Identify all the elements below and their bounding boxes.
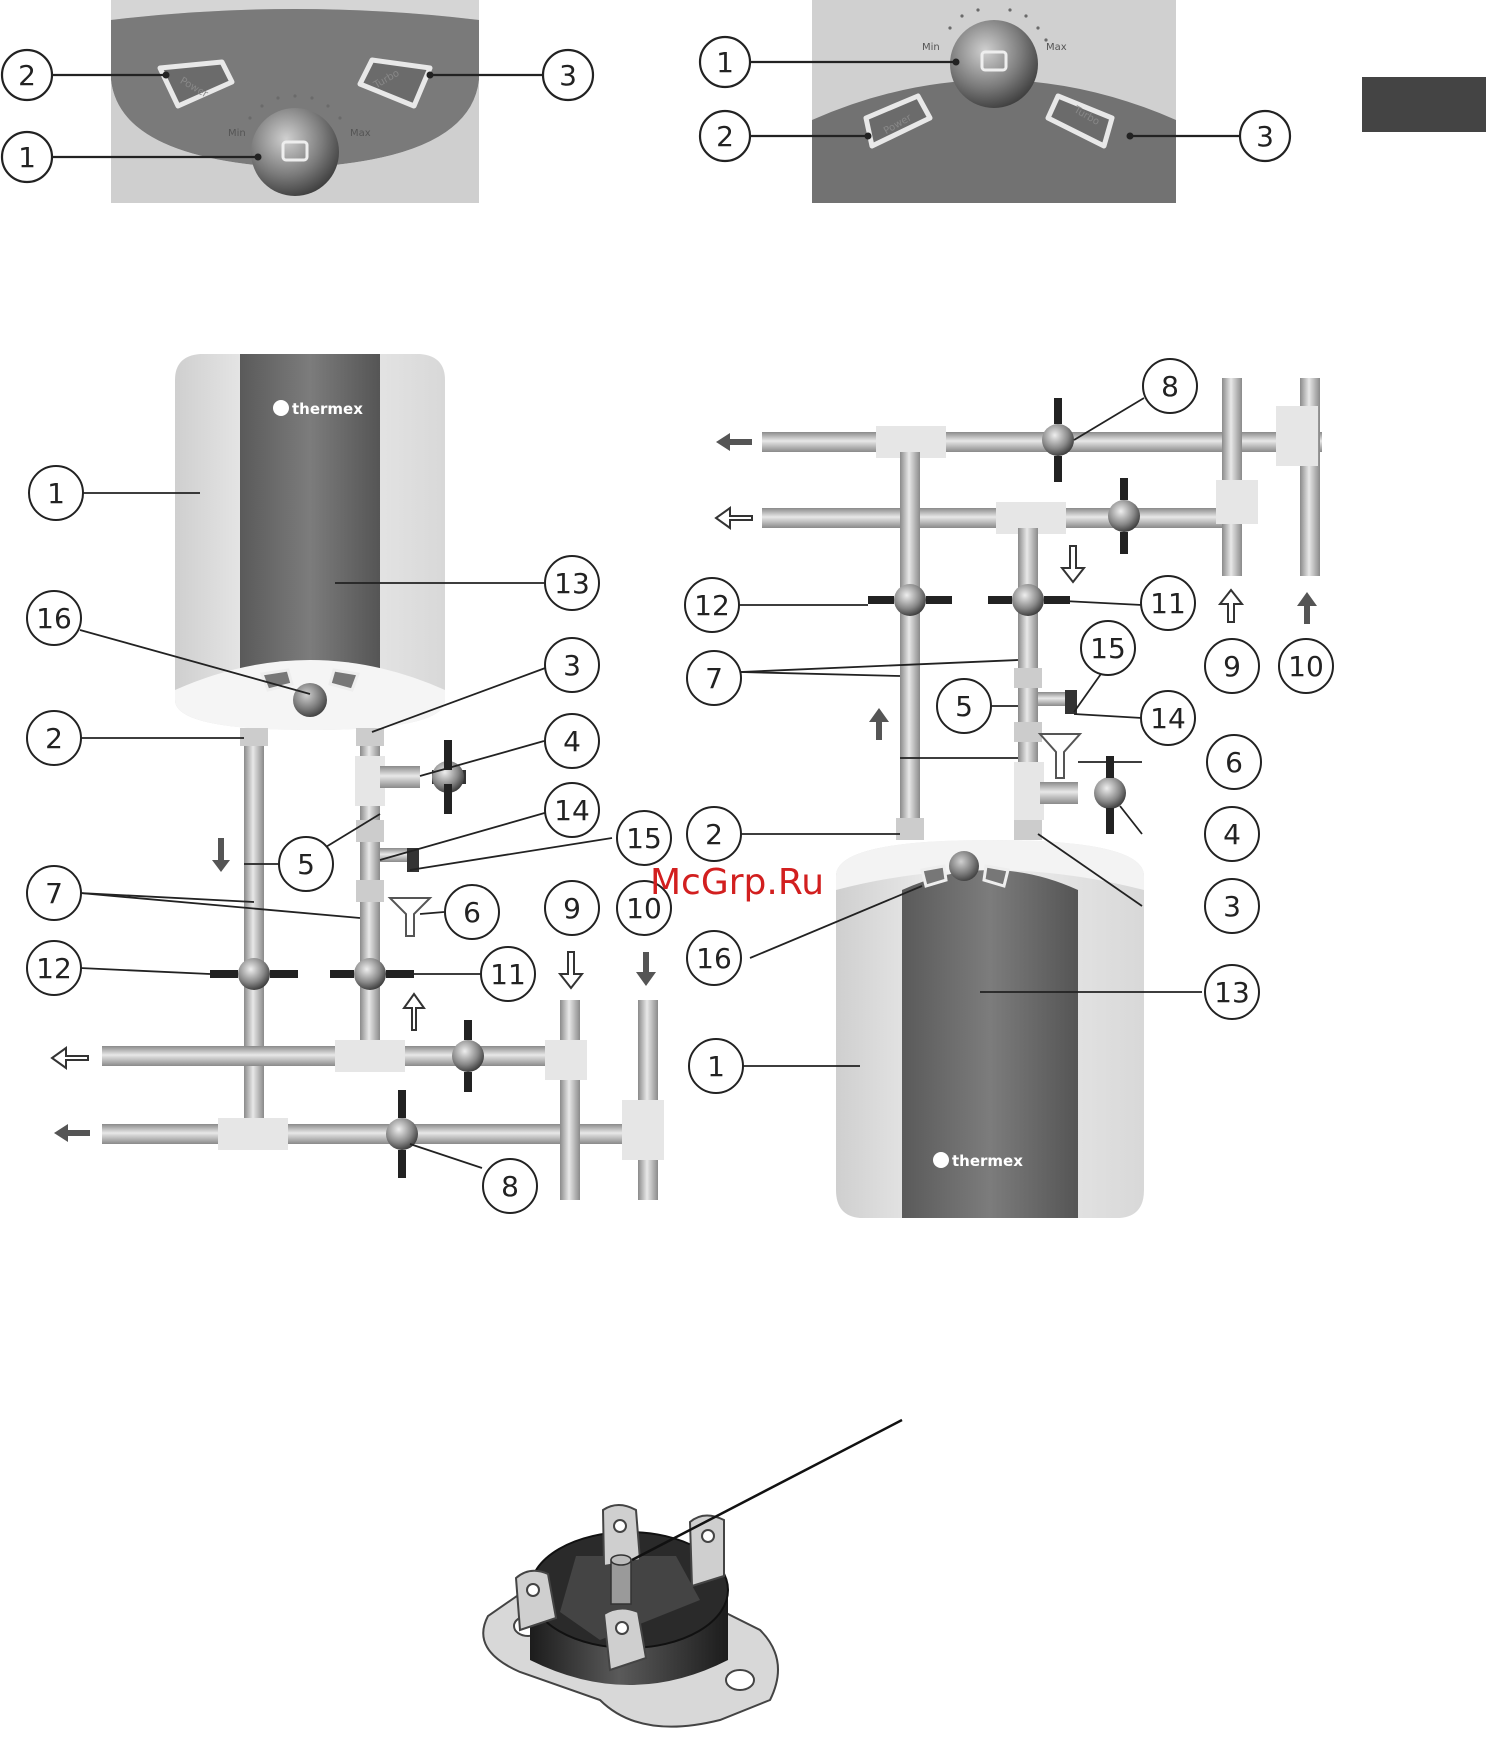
callout-over-16: 16 xyxy=(36,602,72,635)
arrow-left-outline-icon xyxy=(716,508,752,528)
valve-icon xyxy=(1108,478,1140,554)
max-label: Max xyxy=(350,128,371,139)
callout-over-9: 9 xyxy=(563,892,581,925)
callout-under-6: 6 xyxy=(1225,746,1243,779)
arrow-down-icon xyxy=(212,838,230,872)
brand-logo-under: thermex xyxy=(952,1152,1023,1170)
callout-over-1: 1 xyxy=(47,477,65,510)
valve-icon xyxy=(330,958,414,990)
callout-over-13: 13 xyxy=(554,567,590,600)
callout-over-8: 8 xyxy=(501,1170,519,1203)
callout-over-3: 3 xyxy=(563,649,581,682)
callout-under-16: 16 xyxy=(696,942,732,975)
valve-icon xyxy=(1094,756,1126,834)
callout-over-11: 11 xyxy=(490,958,526,991)
callout-over-6: 6 xyxy=(463,896,481,929)
callout-under-1: 1 xyxy=(707,1050,725,1083)
section-tab xyxy=(1362,77,1486,132)
callout-under-2: 2 xyxy=(705,818,723,851)
min-label-right: Min xyxy=(922,42,940,53)
arrow-down-outline-icon xyxy=(1062,546,1084,582)
valve-icon xyxy=(386,1090,418,1178)
arrow-left-icon xyxy=(54,1124,90,1142)
brand-logo-over: thermex xyxy=(292,400,363,418)
callout-tl-2: 2 xyxy=(18,59,36,92)
callout-tr-1: 1 xyxy=(716,46,734,79)
callout-over-15: 15 xyxy=(626,822,662,855)
arrow-left-outline-icon xyxy=(52,1048,88,1068)
thermostat-illustration xyxy=(483,1420,902,1727)
temperature-knob-right[interactable] xyxy=(950,20,1038,108)
callout-under-14: 14 xyxy=(1150,702,1186,735)
arrow-up-icon xyxy=(869,708,889,740)
callout-under-12: 12 xyxy=(694,589,730,622)
callout-tl-1: 1 xyxy=(18,141,36,174)
callout-over-14: 14 xyxy=(554,794,590,827)
watermark: McGrp.Ru xyxy=(650,862,824,903)
valve-icon xyxy=(452,1020,484,1092)
temperature-knob[interactable] xyxy=(251,108,339,196)
arrow-up-icon xyxy=(1297,592,1317,624)
callout-tl-3: 3 xyxy=(559,59,577,92)
callout-over-4: 4 xyxy=(563,725,581,758)
control-panel-left: Power Turbo Min Max 2 1 3 xyxy=(2,0,593,203)
arrow-left-icon xyxy=(716,433,752,451)
callout-tr-2: 2 xyxy=(716,120,734,153)
callout-under-10: 10 xyxy=(1288,650,1324,683)
min-label: Min xyxy=(228,128,246,139)
callout-under-4: 4 xyxy=(1223,818,1241,851)
callout-tr-3: 3 xyxy=(1256,120,1274,153)
callout-under-15: 15 xyxy=(1090,632,1126,665)
arrow-up-outline-icon xyxy=(1220,590,1242,622)
valve-icon xyxy=(210,958,298,990)
callout-over-2: 2 xyxy=(45,722,63,755)
valve-icon xyxy=(868,584,952,616)
callout-over-12: 12 xyxy=(36,952,72,985)
callout-under-7: 7 xyxy=(705,662,723,695)
callout-under-11: 11 xyxy=(1150,587,1186,620)
arrow-up-outline-icon xyxy=(404,994,424,1030)
arrow-down-icon xyxy=(636,952,656,986)
callout-over-7: 7 xyxy=(45,877,63,910)
callout-over-5: 5 xyxy=(297,848,315,881)
valve-icon xyxy=(432,740,466,814)
heater-over-sink: thermex xyxy=(27,354,671,1213)
max-label-right: Max xyxy=(1046,42,1067,53)
callout-under-3: 3 xyxy=(1223,890,1241,923)
callout-under-5: 5 xyxy=(955,690,973,723)
callout-under-9: 9 xyxy=(1223,650,1241,683)
callout-under-8: 8 xyxy=(1161,370,1179,403)
callout-under-13: 13 xyxy=(1214,976,1250,1009)
valve-icon xyxy=(1042,398,1074,482)
heater-under-sink: thermex 8 xyxy=(685,359,1333,1218)
control-panel-right: Min Max Power Turbo 1 2 3 xyxy=(700,0,1290,203)
arrow-down-outline-icon xyxy=(560,952,582,988)
